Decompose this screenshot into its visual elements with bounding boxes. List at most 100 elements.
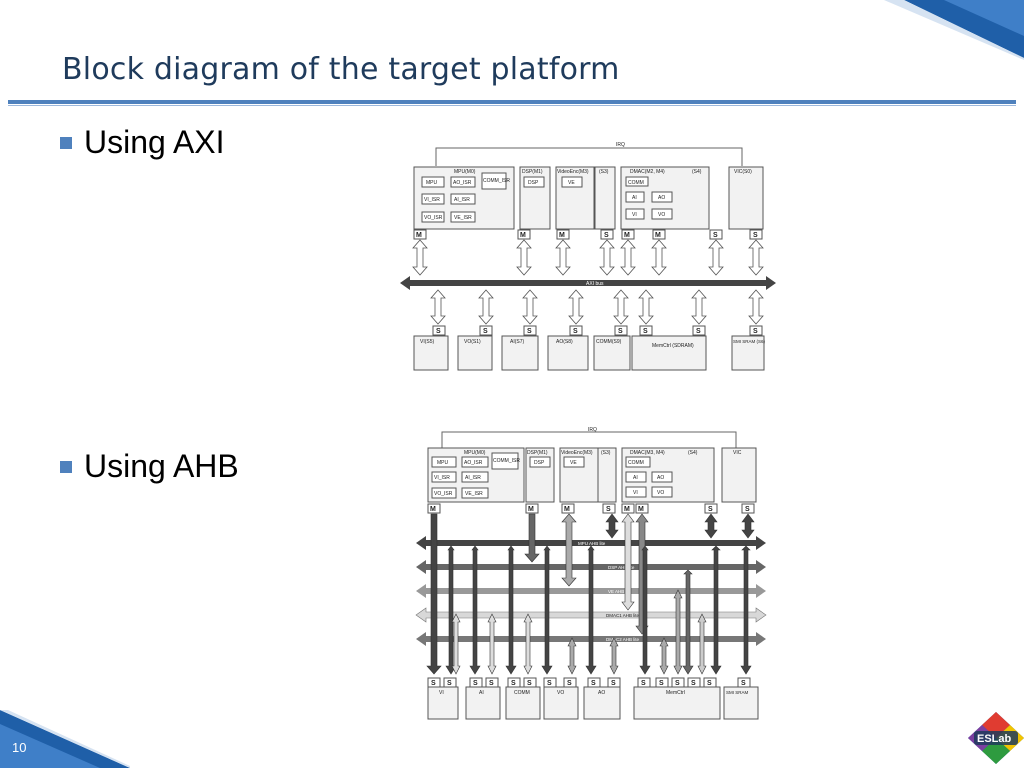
axi-master-dmac: DMAC(M2, M4) [630,169,665,175]
axi-master-videoenc: VideoEnc(M3) [557,169,589,175]
axi-sub-ai-isr: AI_ISR [454,197,470,203]
ahb-sub-mpu: MPU [437,460,449,466]
axi-port-tag: S [713,232,718,239]
ahb-slave-smi-sram: SMI SRAM [726,690,749,695]
ahb-slave-port: S [511,680,516,687]
axi-slave-port: S [573,328,578,335]
axi-sub-vo-isr: VO_ISR [424,215,443,221]
ahb-slave-port: S [567,680,572,687]
ahb-slave-ai: AI [479,690,484,696]
axi-slave-port: S [618,328,623,335]
ahb-port-tag: M [624,506,630,513]
axi-slave-vo: VO(S1) [464,339,481,345]
page-title: Block diagram of the target platform [62,52,620,87]
ahb-sub-ai: AI [633,475,638,481]
ahb-bus-label: DMAC1 AHB lite [606,613,640,618]
axi-port-tag: M [559,232,565,239]
page-number: 10 [12,740,27,755]
ahb-sub-ao: AO [657,475,664,481]
ahb-slave-port: S [741,680,746,687]
ahb-sub-vi: VI [633,490,638,496]
ahb-slave-port: S [641,680,646,687]
axi-slave-port: S [436,328,441,335]
ahb-bus-label: DSP AHB lite [608,565,635,570]
axi-slave-smi-sram: SMI SRAM (S6) [733,339,766,344]
ahb-port-tag: M [638,506,644,513]
axi-sub-ao: AO [658,195,665,201]
axi-bus-label: AXI bus [586,281,604,287]
axi-sub-comm: COMM [628,180,644,186]
axi-s4-label: (S4) [692,169,702,175]
ahb-slave-port: S [489,680,494,687]
axi-sub-comm-isr: COMM_ISR [483,178,510,184]
bullet-text-axi: Using AXI [84,124,225,160]
ahb-master-dsp: DSP(M1) [527,450,548,456]
ahb-sub-vi-isr: VI_ISR [434,475,450,481]
eslab-logo-icon: ESLab [968,712,1024,764]
ahb-sub-ai-isr: AI_ISR [465,475,481,481]
axi-slave-memctrl: MemCtrl (SDRAM) [652,343,694,349]
title-divider [8,100,1016,104]
axi-slave-port: S [527,328,532,335]
ahb-slave-port: S [691,680,696,687]
axi-slave-vi: VI(S5) [420,339,435,345]
axi-master-mpu: MPU(M0) [454,169,476,175]
corner-decoration-top-right [884,0,1024,60]
axi-slave-comm: COMM(S9) [596,339,622,345]
ahb-slave-ao: AO [598,690,605,696]
axi-master-dsp: DSP(M1) [522,169,543,175]
axi-slave-port: S [483,328,488,335]
ahb-sub-comm-isr: COMM_ISR [493,458,520,464]
ahb-bus-label: VE AHB lite [608,589,632,594]
ahb-port-tag: S [745,506,750,513]
ahb-slave-vi: VI [439,690,444,696]
ahb-sub-comm: COMM [628,460,644,466]
ahb-sub-vo: VO [657,490,664,496]
ahb-slave-port: S [659,680,664,687]
axi-sub-ai: AI [632,195,637,201]
corner-decoration-bottom-left [0,710,130,768]
axi-slave-ao: AO(S8) [556,339,573,345]
axi-sub-dsp: DSP [528,180,539,186]
axi-slave-ai: AI(S7) [510,339,525,345]
axi-port-tag: M [655,232,661,239]
axi-sub-ao-isr: AO_ISR [453,180,472,186]
ahb-s4-label: (S4) [688,450,698,456]
axi-port-tag: M [624,232,630,239]
ahb-vic-label: VIC [733,450,742,456]
axi-bus-bar [400,276,776,290]
axi-sub-vo: VO [658,212,665,218]
ahb-sub-dsp: DSP [534,460,545,466]
ahb-port-tag: S [606,506,611,513]
ahb-master-dmac: DMAC(M3, M4) [630,450,665,456]
axi-slave-port: S [753,328,758,335]
ahb-sub-ao-isr: AO_ISR [464,460,483,466]
ahb-slave-port: S [591,680,596,687]
ahb-slave-port: S [707,680,712,687]
ahb-port-tag: M [528,506,534,513]
ahb-sub-vo-isr: VO_ISR [434,491,453,497]
axi-vic-label: VIC(S0) [734,169,752,175]
bullet-square-icon [60,136,72,149]
ahb-slave-port: S [547,680,552,687]
axi-irq-label: IRQ [616,142,625,148]
axi-sub-vi: VI [632,212,637,218]
ahb-port-tag: S [708,506,713,513]
ahb-slave-port: S [431,680,436,687]
ahb-slave-memctrl: MemCtrl [666,690,685,696]
bullet-axi: Using AXI [60,124,225,161]
ahb-slave-port: S [611,680,616,687]
axi-sub-ve-isr: VE_ISR [454,215,472,221]
axi-port-tag: M [520,232,526,239]
axi-port-tag: S [753,232,758,239]
ahb-slave-vo: VO [557,690,564,696]
axi-port-tag: S [604,232,609,239]
axi-block-diagram: IRQ MPU(M0) MPU AO_ISR COMM_ISR VI_ISR A… [400,142,776,371]
axi-sub-vi-isr: VI_ISR [424,197,440,203]
ahb-bus-label: DMAC2 AHB lite [606,637,640,642]
bullet-square-icon [60,460,72,473]
bullet-text-ahb: Using AHB [84,448,239,484]
logo-text: ESLab [977,733,1012,745]
title-divider-thin [8,105,1016,106]
ahb-sub-ve: VE [570,460,577,466]
